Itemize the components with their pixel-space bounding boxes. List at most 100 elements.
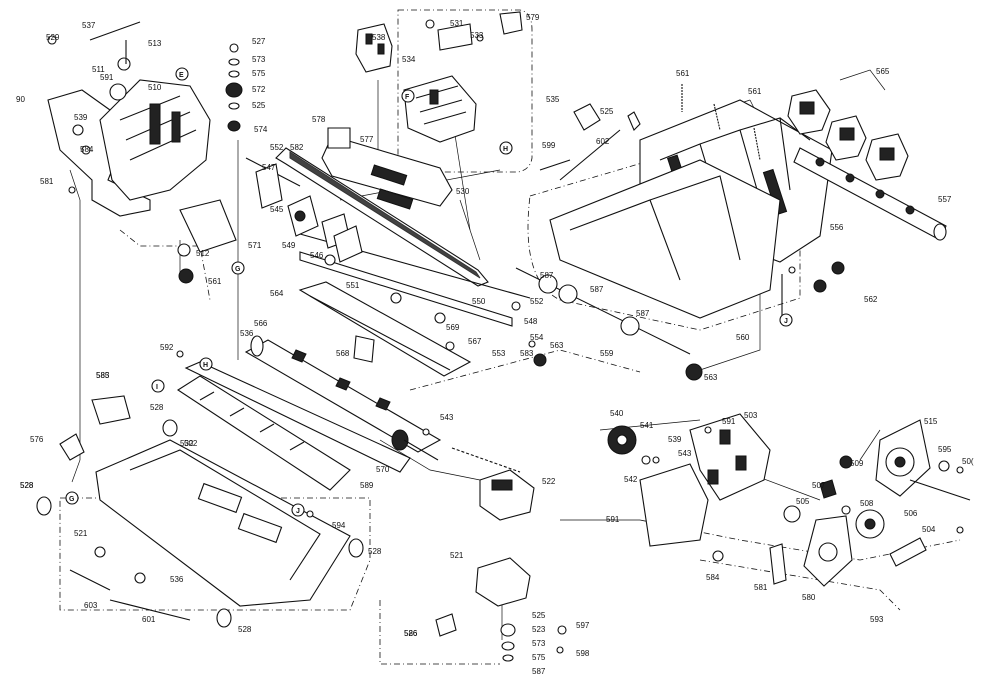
part-label: 527 xyxy=(252,37,266,46)
part-label: 595 xyxy=(938,445,952,454)
part-label: 508 xyxy=(860,499,874,508)
callout-letter: J xyxy=(784,318,788,325)
part-label: 584 xyxy=(80,145,94,154)
callout-letter: H xyxy=(503,146,508,153)
part-label: 597 xyxy=(576,621,590,630)
part-label: 549 xyxy=(282,241,296,250)
callout-letter: H xyxy=(203,362,208,369)
part-label: 572 xyxy=(252,85,266,94)
callout-circle xyxy=(199,357,213,371)
part-label: 552 xyxy=(270,143,284,152)
callout-letter: J xyxy=(296,508,300,515)
part-label: 556 xyxy=(830,223,844,232)
part-label: 598 xyxy=(576,649,590,658)
part-label: 589 xyxy=(360,481,374,490)
part-label: 554 xyxy=(530,333,544,342)
part-label: 534 xyxy=(402,55,416,64)
part-label: 603 xyxy=(84,601,98,610)
part-label: 551 xyxy=(346,281,360,290)
part-label: 536 xyxy=(240,329,254,338)
part-label: 505 xyxy=(796,497,810,506)
part-label: 584 xyxy=(706,573,720,582)
part-label: 561 xyxy=(748,87,762,96)
part-label: 513 xyxy=(148,39,162,48)
part-label: 542 xyxy=(624,475,638,484)
part-label: 546 xyxy=(310,251,324,260)
part-label: 511 xyxy=(92,65,105,74)
part-label: 573 xyxy=(532,639,546,648)
part-label: 541 xyxy=(640,421,654,430)
part-label: 561 xyxy=(676,69,690,78)
base-plate-502 xyxy=(36,395,364,628)
part-label: 538 xyxy=(372,33,386,42)
part-label: 592 xyxy=(160,343,174,352)
part-label: 550 xyxy=(472,297,486,306)
part-label: 509 xyxy=(850,459,864,468)
part-label: 521 xyxy=(450,551,464,560)
part-label: 581 xyxy=(754,583,768,592)
part-label: 552 xyxy=(530,297,544,306)
drive-gear-rollers-565 xyxy=(787,89,909,181)
belt-and-shafts xyxy=(245,135,531,327)
part-label: 510 xyxy=(148,83,162,92)
upper-carriage xyxy=(327,11,523,149)
part-label: 530 xyxy=(456,187,470,196)
misc-fasteners xyxy=(47,35,547,637)
part-label: 583 xyxy=(96,371,110,380)
part-label: 539 xyxy=(668,435,682,444)
gear-stack xyxy=(225,43,243,132)
part-label: 543 xyxy=(440,413,454,422)
part-label: 587 xyxy=(590,285,604,294)
callout-circle xyxy=(499,141,513,155)
part-label: 563 xyxy=(550,341,564,350)
small-gears-505-509 xyxy=(712,455,964,587)
part-label: 532 xyxy=(180,439,194,448)
callout-circle xyxy=(779,313,793,327)
part-label: 545 xyxy=(270,205,284,214)
part-label: 535 xyxy=(546,95,560,104)
part-label: 503 xyxy=(744,411,758,420)
part-label: 576 xyxy=(30,435,44,444)
part-label: 540 xyxy=(610,409,624,418)
part-label: 528 xyxy=(20,481,34,490)
part-label: 559 xyxy=(600,349,614,358)
part-label: 561 xyxy=(208,277,222,286)
part-label: 504 xyxy=(922,525,936,534)
part-label: 512 xyxy=(196,249,210,258)
part-label: 539 xyxy=(74,113,88,122)
part-label: 583 xyxy=(520,349,534,358)
part-label: 573 xyxy=(252,55,266,64)
part-label: 585 xyxy=(96,371,110,380)
part-label: 568 xyxy=(336,349,350,358)
part-label: 557 xyxy=(938,195,952,204)
shaft-parts-545-549 xyxy=(255,163,363,263)
part-label: 593 xyxy=(870,615,884,624)
part-label: 578 xyxy=(312,115,326,124)
part-label: 525 xyxy=(252,101,266,110)
callout-letter: I xyxy=(156,384,158,391)
part-label: 560 xyxy=(736,333,750,342)
part-label: 587 xyxy=(540,271,554,280)
part-label: 599 xyxy=(542,141,556,150)
part-label: 563 xyxy=(704,373,718,382)
part-label: 523 xyxy=(532,625,546,634)
part-label: 591 xyxy=(606,515,620,524)
part-label: 575 xyxy=(532,653,546,662)
callout-letter: F xyxy=(405,94,410,101)
part-label: 569 xyxy=(446,323,460,332)
part-label: 521 xyxy=(74,529,88,538)
part-labels: 537 513 529 511 90 591 510 539 584 581 5… xyxy=(16,13,974,676)
part-label: 594 xyxy=(332,521,346,530)
part-label: 548 xyxy=(524,317,538,326)
part-label: 567 xyxy=(468,337,482,346)
callout-letter: G xyxy=(69,496,75,503)
callout-circle xyxy=(175,67,189,81)
part-label: 528 xyxy=(238,625,252,634)
part-label: 591 xyxy=(100,73,114,82)
carriage-motor-522 xyxy=(475,469,567,662)
feed-roller-559 xyxy=(515,261,845,381)
part-label: 543 xyxy=(678,449,692,458)
drive-motor-515 xyxy=(875,419,971,501)
part-label: 586 xyxy=(404,629,418,638)
part-label: 587 xyxy=(636,309,650,318)
